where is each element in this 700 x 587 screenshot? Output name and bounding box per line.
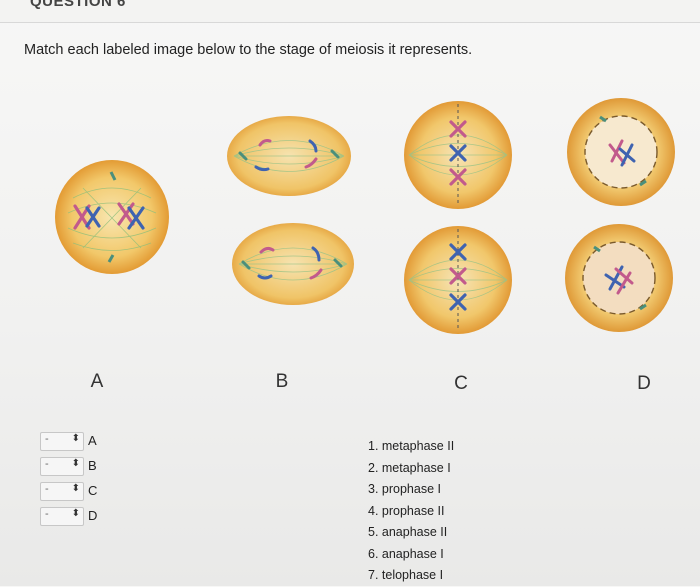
select-row-d: - ⬍ D xyxy=(40,505,100,527)
select-value: - xyxy=(45,458,49,470)
answer-option: 1. metaphase II xyxy=(368,436,454,458)
cell-diagram-B-bottom-icon xyxy=(231,222,355,306)
select-row-a: - ⬍ A xyxy=(40,430,100,452)
updown-arrows-icon: ⬍ xyxy=(72,458,80,469)
updown-arrows-icon: ⬍ xyxy=(72,483,80,494)
cell-diagram-C-bottom-icon xyxy=(403,225,513,335)
select-row-b: - ⬍ B xyxy=(40,455,100,477)
image-label-c: C xyxy=(446,373,476,395)
select-row-c: - ⬍ C xyxy=(40,480,100,502)
image-label-a: A xyxy=(82,371,112,393)
answer-option: 3. prophase I xyxy=(368,479,454,501)
select-value: - xyxy=(45,433,49,445)
image-label-b: B xyxy=(267,371,297,393)
question-prompt: Match each labeled image below to the st… xyxy=(24,42,472,58)
select-item-label: D xyxy=(88,508,97,523)
select-value: - xyxy=(45,508,49,520)
answer-options-list: 1. metaphase II 2. metaphase I 3. propha… xyxy=(368,436,454,587)
updown-arrows-icon: ⬍ xyxy=(72,508,80,519)
answer-select-a[interactable]: - ⬍ xyxy=(40,432,84,451)
answer-option: 4. prophase II xyxy=(368,501,454,523)
select-value: - xyxy=(45,483,49,495)
answer-option: 2. metaphase I xyxy=(368,458,454,480)
question-number: QUESTION 6 xyxy=(30,0,126,10)
answer-select-d[interactable]: - ⬍ xyxy=(40,507,84,526)
updown-arrows-icon: ⬍ xyxy=(72,433,80,444)
select-item-label: C xyxy=(88,483,97,498)
select-item-label: A xyxy=(88,433,97,448)
answer-select-c[interactable]: - ⬍ xyxy=(40,482,84,501)
cell-diagram-D-bottom-icon xyxy=(564,223,674,333)
image-label-d: D xyxy=(629,373,659,395)
answer-option: 5. anaphase II xyxy=(368,522,454,544)
select-item-label: B xyxy=(88,458,97,473)
cell-diagram-C-top-icon xyxy=(403,100,513,210)
answer-option: 7. telophase I xyxy=(368,565,454,587)
answer-option: 6. anaphase I xyxy=(368,544,454,566)
question-header: QUESTION 6 xyxy=(0,0,700,23)
cell-diagram-B-top-icon xyxy=(226,115,352,197)
cell-diagram-A-icon xyxy=(53,158,171,276)
answer-selects: - ⬍ A - ⬍ B - ⬍ C - ⬍ D xyxy=(40,430,100,530)
answer-select-b[interactable]: - ⬍ xyxy=(40,457,84,476)
cell-diagram-D-top-icon xyxy=(566,97,676,207)
